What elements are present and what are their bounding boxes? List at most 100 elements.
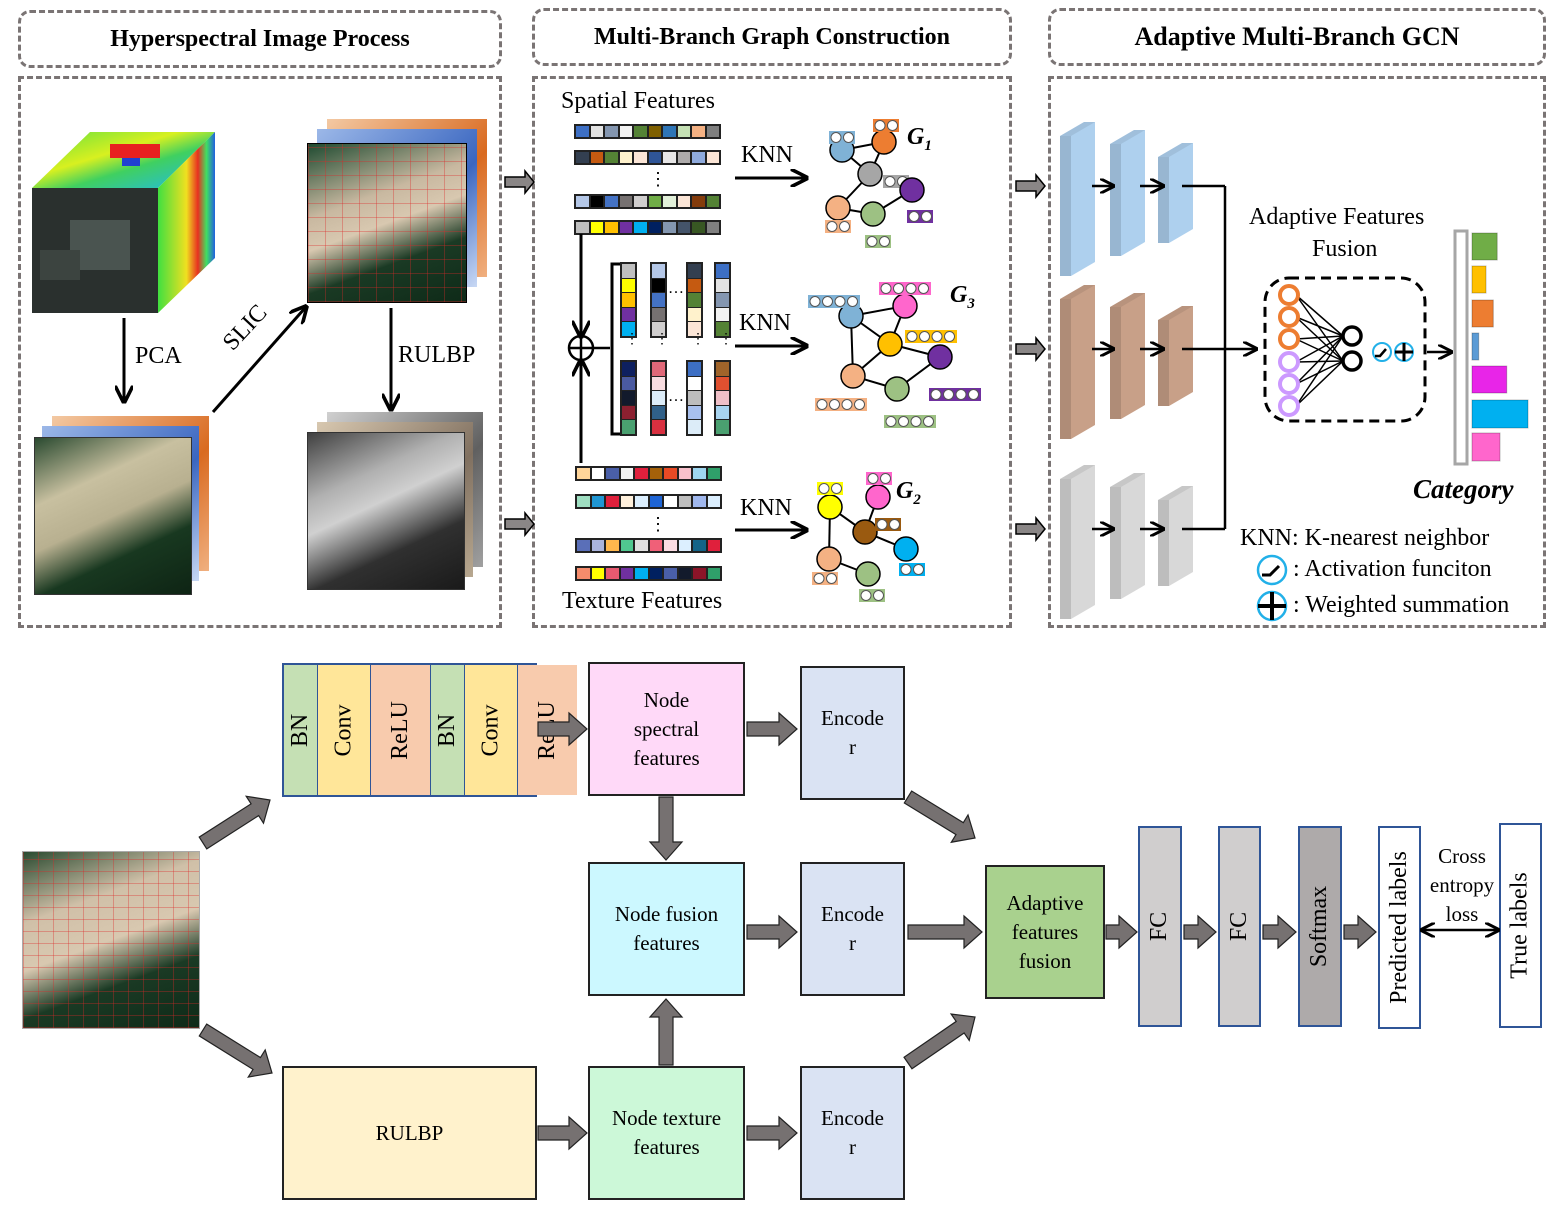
gcn-layer-plate-top xyxy=(1110,473,1145,487)
fusion-connection xyxy=(1295,294,1344,362)
arrow-texture-to-encoder xyxy=(746,1115,798,1151)
fusion-input-neuron xyxy=(1278,373,1300,395)
texture-feature-cell xyxy=(693,496,706,507)
fused-cell xyxy=(652,420,665,434)
spatial-feature-cell xyxy=(634,152,647,163)
spatial-feature-cell xyxy=(706,222,719,233)
spatial-feature-cell xyxy=(692,222,705,233)
fusion-output-neuron xyxy=(1341,325,1363,347)
fused-cell xyxy=(652,322,665,336)
fused-cell xyxy=(652,278,665,292)
gcn-layer-plate-top xyxy=(1110,293,1145,307)
fused-cell xyxy=(622,293,635,307)
graph-g1-label: G1 xyxy=(907,124,932,155)
fused-column-ellipsis: ⋮ xyxy=(691,332,705,347)
spatial-feature-cell xyxy=(692,196,705,207)
node-feature-dot xyxy=(923,416,934,427)
node-feature-dot xyxy=(843,132,854,143)
fusion-line1: Node fusion xyxy=(614,902,719,926)
texture-feature-cell xyxy=(678,540,691,551)
category-bar xyxy=(1471,265,1487,294)
encoder3-line1: Encode xyxy=(821,1106,884,1130)
encoder2-line1: Encode xyxy=(821,902,884,926)
fused-column-top xyxy=(650,262,667,338)
node-feature-dot xyxy=(839,221,850,232)
texture-feature-cell xyxy=(577,540,590,551)
texture-feature-cell xyxy=(664,540,677,551)
gcn-layer-plate-side xyxy=(1110,307,1121,419)
fused-cell xyxy=(622,362,635,376)
fused-column-top xyxy=(686,262,703,338)
spatial-feature-cell xyxy=(706,126,719,137)
fused-cell xyxy=(652,405,665,419)
node-feature-dot xyxy=(921,211,932,222)
fusion-connection xyxy=(1295,335,1344,363)
fused-cell xyxy=(622,391,635,405)
encoder1-line2: r xyxy=(848,735,856,759)
spatial-feature-cell xyxy=(590,152,603,163)
node-feature-dot xyxy=(826,573,837,584)
spatial-feature-cell xyxy=(590,126,603,137)
category-bar-frame xyxy=(1453,229,1469,466)
gcn-layer-plate xyxy=(1110,473,1145,599)
fused-cell xyxy=(652,362,665,376)
superpixel-input-image xyxy=(22,851,200,1029)
category-bar xyxy=(1471,399,1529,429)
arrow-fc1-to-fc2 xyxy=(1183,914,1217,950)
gcn-layer-plate-side xyxy=(1158,500,1169,586)
connector-arrow-gcn-1 xyxy=(1015,172,1046,200)
panel-hyperspectral xyxy=(18,76,502,628)
gcn-branch-1 xyxy=(1060,122,1225,276)
texture-feature-cell xyxy=(693,468,706,479)
node-feature-tag xyxy=(815,398,867,411)
fusion-connection xyxy=(1295,360,1344,385)
texture-feature-cell xyxy=(591,496,604,507)
node-feature-dot xyxy=(822,296,833,307)
spatial-feature-cell xyxy=(605,152,618,163)
fusion-line2: features xyxy=(633,931,700,955)
node-feature-dot xyxy=(841,399,853,410)
cross-entropy-loss-label: Cross entropy loss xyxy=(1425,842,1499,929)
spatial-feature-cell xyxy=(576,152,589,163)
fused-cell xyxy=(688,376,701,390)
category-bar xyxy=(1471,365,1508,394)
node-feature-dot xyxy=(826,221,838,232)
spatial-feature-cell xyxy=(590,196,603,207)
hyperspectral-cube-image xyxy=(30,130,220,315)
spatial-feature-cell xyxy=(634,222,647,233)
cnn-layer-relu: ReLU xyxy=(371,665,432,795)
node-feature-dot xyxy=(906,331,918,342)
spatial-feature-cell xyxy=(619,196,632,207)
gcn-layer-plate-top xyxy=(1158,143,1193,157)
node-feature-tag xyxy=(929,388,981,401)
adaptive-line2: features xyxy=(1011,919,1079,944)
node-feature-dot xyxy=(905,283,917,294)
pca-components-stack xyxy=(32,412,212,597)
node-feature-dot xyxy=(919,331,930,342)
connector-arrow-gcn-2 xyxy=(1015,335,1046,363)
gcn-layer-plate xyxy=(1158,143,1193,243)
graph-g2-label: G2 xyxy=(896,478,921,509)
legend-activation-icon xyxy=(1256,554,1288,586)
fused-cell xyxy=(688,405,701,419)
fused-column-ellipsis: ⋮ xyxy=(625,332,639,347)
graph-node xyxy=(884,376,910,402)
texture-line1: Node texture xyxy=(611,1106,722,1130)
gcn-layer-plate xyxy=(1110,130,1145,256)
fusion-connection xyxy=(1295,335,1344,385)
spatial-feature-row xyxy=(574,124,721,139)
header-hyperspectral-image-process: Hyperspectral Image Process xyxy=(18,10,502,68)
texture-feature-cell xyxy=(591,540,604,551)
cnn-layer-conv: Conv xyxy=(465,665,519,795)
cnn-block: BNConvReLUBNConvReLU xyxy=(282,663,578,797)
gcn-layer-plate-top xyxy=(1158,306,1193,320)
adaptive-line1: Adaptive xyxy=(1006,890,1084,915)
texture-feature-cell xyxy=(606,468,619,479)
node-feature-dot xyxy=(913,564,924,575)
gcn-layer-plate xyxy=(1158,486,1193,586)
g3-sub: 3 xyxy=(967,295,975,312)
texture-feature-cell xyxy=(693,568,706,579)
rulbp-box-label: RULBP xyxy=(375,1120,444,1145)
texture-feature-row xyxy=(575,566,722,581)
